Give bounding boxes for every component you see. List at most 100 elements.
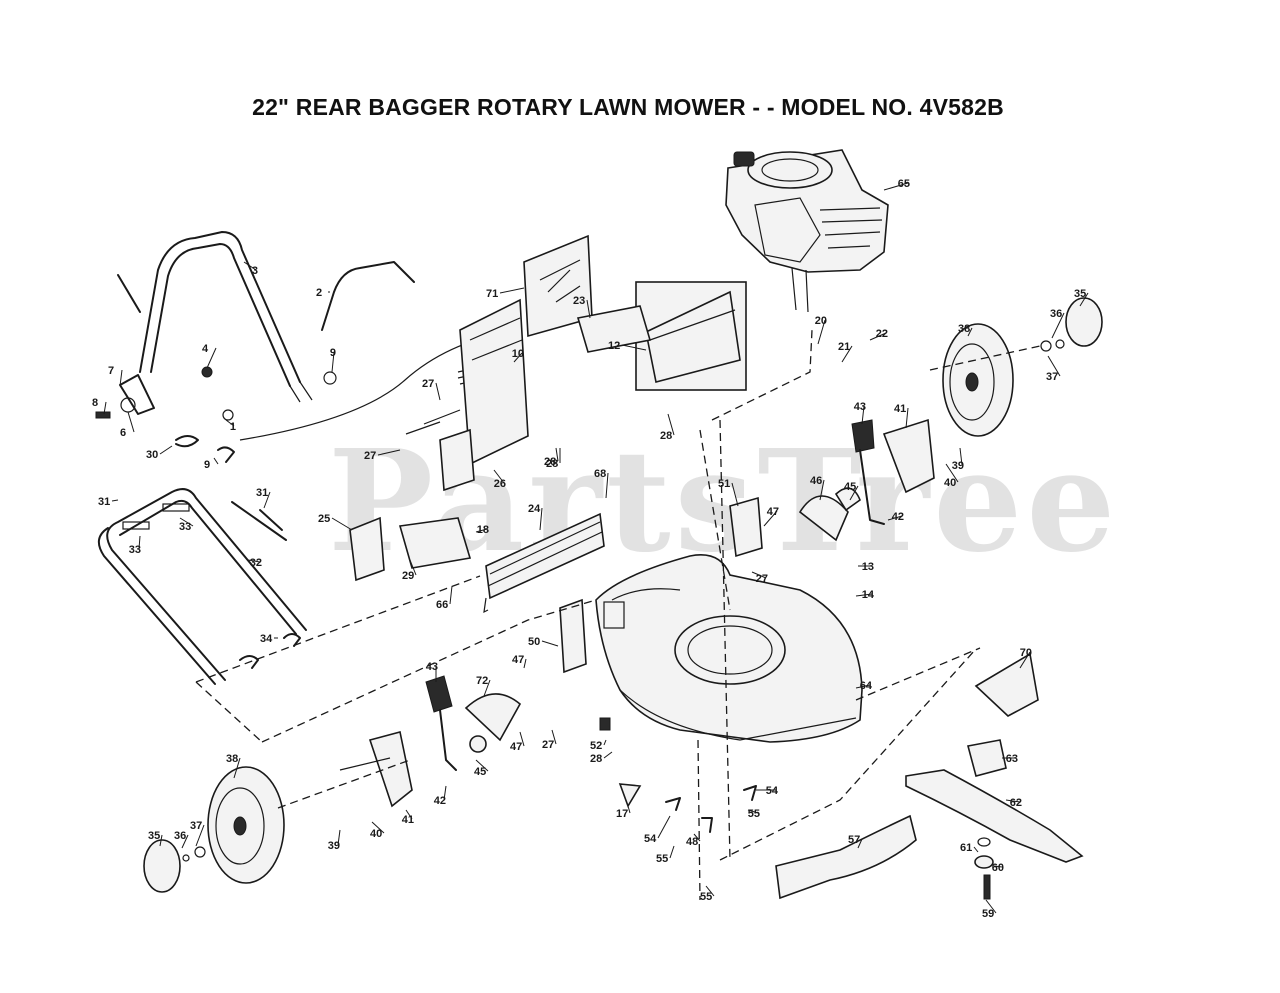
callout-label[interactable]: 65 <box>898 178 910 190</box>
mower-deck[interactable] <box>595 554 863 743</box>
callout-label[interactable]: 21 <box>838 341 850 353</box>
callout-label[interactable]: 24 <box>528 503 541 515</box>
callout-label[interactable]: 46 <box>810 475 822 487</box>
callout-label[interactable]: 12 <box>608 340 620 352</box>
callout-label[interactable]: 2 <box>316 287 322 299</box>
rear-door-brackets[interactable] <box>349 298 652 582</box>
callout-label[interactable]: 38 <box>958 323 970 335</box>
callout-label[interactable]: 28 <box>544 456 556 468</box>
callout-label[interactable]: 48 <box>686 836 698 848</box>
control-rod[interactable] <box>321 261 415 331</box>
callout-label[interactable]: 30 <box>146 449 158 461</box>
callout-label[interactable]: 7 <box>108 365 114 377</box>
callout-label[interactable]: 68 <box>594 468 606 480</box>
callout-label[interactable]: 52 <box>590 740 602 752</box>
callout-label[interactable]: 10 <box>512 348 524 360</box>
callout-label[interactable]: 28 <box>660 430 672 442</box>
callout-label[interactable]: 36 <box>174 830 186 842</box>
callout-label[interactable]: 64 <box>860 680 873 692</box>
callout-label[interactable]: 40 <box>370 828 382 840</box>
callout-label[interactable]: 47 <box>512 654 524 666</box>
callout-label[interactable]: 29 <box>402 570 414 582</box>
rear-door[interactable] <box>483 512 605 614</box>
callout-label[interactable]: 14 <box>862 589 875 601</box>
blade-assembly[interactable] <box>905 652 1084 900</box>
callout-label[interactable]: 1 <box>230 421 236 433</box>
callout-label[interactable]: 38 <box>226 753 238 765</box>
callout-label[interactable]: 25 <box>318 513 330 525</box>
callout-label[interactable]: 60 <box>992 862 1004 874</box>
callout-label[interactable]: 9 <box>330 347 336 359</box>
callout-label[interactable]: 57 <box>848 834 860 846</box>
callout-label[interactable]: 17 <box>616 808 628 820</box>
callout-label[interactable]: 55 <box>656 853 668 865</box>
callout-label[interactable]: 37 <box>1046 371 1058 383</box>
callout-label[interactable]: 40 <box>944 477 956 489</box>
callout-label[interactable]: 41 <box>894 403 906 415</box>
callout-label[interactable]: 6 <box>120 427 126 439</box>
callout-label[interactable]: 9 <box>204 459 210 471</box>
callout-label[interactable]: 43 <box>854 401 866 413</box>
callout-label[interactable]: 42 <box>892 511 904 523</box>
callout-label[interactable]: 71 <box>486 288 498 300</box>
callout-label[interactable]: 66 <box>436 599 448 611</box>
callout-label[interactable]: 42 <box>434 795 446 807</box>
callout-label[interactable]: 37 <box>190 820 202 832</box>
callout-label[interactable]: 47 <box>510 741 522 753</box>
callout-label[interactable]: 39 <box>328 840 340 852</box>
callout-label[interactable]: 34 <box>260 633 273 645</box>
callout-label[interactable]: 51 <box>718 478 730 490</box>
callout-label[interactable]: 8 <box>92 397 98 409</box>
front-height-adjuster[interactable] <box>339 675 522 808</box>
callout-label[interactable]: 33 <box>179 521 191 533</box>
callout-label[interactable]: 50 <box>528 636 540 648</box>
callout-label[interactable]: 47 <box>767 506 779 518</box>
front-wheel[interactable] <box>143 766 285 893</box>
callout-label[interactable]: 18 <box>477 524 489 536</box>
handle-knobs[interactable] <box>117 274 301 669</box>
callout-label[interactable]: 33 <box>129 544 141 556</box>
callout-label[interactable]: 45 <box>474 766 486 778</box>
callout-label[interactable]: 35 <box>1074 288 1086 300</box>
callout-label[interactable]: 61 <box>960 842 972 854</box>
callout-label[interactable]: 27 <box>756 573 768 585</box>
callout-label[interactable]: 31 <box>256 487 268 499</box>
upper-handle[interactable] <box>139 231 313 403</box>
callout-label[interactable]: 31 <box>98 496 110 508</box>
callout-label[interactable]: 45 <box>844 481 856 493</box>
callout-label[interactable]: 72 <box>476 675 488 687</box>
callout-label[interactable]: 39 <box>952 460 964 472</box>
callout-label[interactable]: 23 <box>573 295 585 307</box>
callout-label[interactable]: 41 <box>402 814 414 826</box>
engine[interactable] <box>725 149 889 313</box>
callout-label[interactable]: 54 <box>644 833 657 845</box>
callout-label[interactable]: 35 <box>148 830 160 842</box>
rear-height-adjuster[interactable] <box>798 418 935 542</box>
callout-label[interactable]: 55 <box>700 891 712 903</box>
callout-label[interactable]: 28 <box>546 458 558 470</box>
callout-label[interactable]: 32 <box>250 557 262 569</box>
callout-label[interactable]: 63 <box>1006 753 1018 765</box>
callout-label[interactable]: 62 <box>1010 797 1022 809</box>
callout-label[interactable]: 55 <box>748 808 760 820</box>
lower-handle[interactable] <box>97 488 307 685</box>
small-hardware[interactable] <box>559 496 763 833</box>
baffle[interactable] <box>775 814 917 900</box>
callout-label[interactable]: 28 <box>590 753 602 765</box>
callout-label[interactable]: 27 <box>542 739 554 751</box>
callout-label[interactable]: 43 <box>426 661 438 673</box>
callout-label[interactable]: 59 <box>982 908 994 920</box>
callout-label[interactable]: 36 <box>1050 308 1062 320</box>
callout-label[interactable]: 54 <box>766 785 779 797</box>
callout-label[interactable]: 20 <box>815 315 827 327</box>
callout-label[interactable]: 13 <box>862 561 874 573</box>
callout-label[interactable]: 70 <box>1020 647 1032 659</box>
rear-wheel[interactable] <box>942 297 1103 437</box>
callout-label[interactable]: 26 <box>494 478 506 490</box>
callout-label[interactable]: 27 <box>364 450 376 462</box>
callout-label[interactable]: 27 <box>422 378 434 390</box>
callout-label[interactable]: 4 <box>202 343 209 355</box>
callout-label[interactable]: 3 <box>252 265 258 277</box>
callout-label[interactable]: 22 <box>876 328 888 340</box>
handle-bracket-hardware[interactable] <box>95 366 337 463</box>
